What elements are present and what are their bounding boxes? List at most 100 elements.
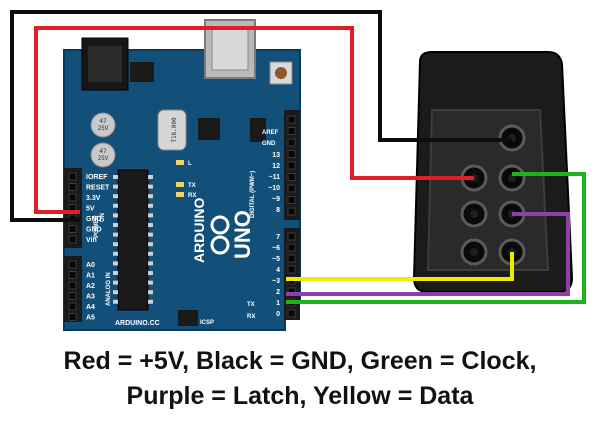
digital-pin-label: 1 bbox=[276, 300, 280, 307]
port-face bbox=[426, 109, 550, 271]
chip-pin bbox=[148, 213, 153, 218]
yellow-wire-data bbox=[286, 252, 514, 281]
atmega-microcontroller bbox=[117, 169, 149, 311]
digital-pin-hole bbox=[287, 196, 296, 204]
chip-pin bbox=[113, 175, 118, 179]
voltage-regulator bbox=[130, 62, 154, 82]
power-pin-hole bbox=[68, 235, 77, 244]
analog-pin-hole bbox=[68, 260, 77, 269]
digital-pin-hole bbox=[287, 184, 296, 193]
digital-pin-label: 4 bbox=[276, 267, 280, 274]
digital-pin-hole bbox=[287, 138, 296, 147]
digital-pin-hole bbox=[287, 161, 296, 170]
chip-pin bbox=[148, 271, 153, 275]
analog-pin-hole bbox=[68, 281, 77, 290]
cap-label-2: 25V bbox=[98, 125, 109, 132]
analog-pin-hole bbox=[68, 302, 77, 311]
red-wire-5v bbox=[34, 26, 474, 214]
digital-pin-hole bbox=[287, 115, 296, 124]
digital-pin-hole bbox=[287, 265, 296, 274]
digital-pin-label: ~10 bbox=[268, 185, 280, 192]
analog-pin-label: A0 bbox=[86, 262, 95, 269]
digital-pin-label: 12 bbox=[272, 163, 280, 170]
aref-label: AREF bbox=[262, 130, 279, 136]
power-pin-hole bbox=[68, 172, 77, 181]
arduino-uno-board: 47 25V 47 25V T16.000 L TX RX ARDUINO UN… bbox=[63, 19, 301, 331]
port-pin-contact bbox=[470, 248, 478, 256]
arduino-logo: ARDUINO UNO bbox=[191, 198, 255, 263]
chip-pin bbox=[148, 261, 153, 266]
digital-pin-label: 13 bbox=[272, 152, 280, 159]
power-pin-label: RESET bbox=[86, 185, 110, 192]
rx-led-label: RX bbox=[188, 193, 196, 199]
purple-wire-latch bbox=[286, 212, 570, 296]
green-wire-clock bbox=[286, 172, 586, 304]
chip-pin bbox=[148, 280, 153, 285]
crystal-label: T16.000 bbox=[171, 117, 178, 143]
wire-legend-caption: Red = +5V, Black = GND, Green = Clock, P… bbox=[0, 344, 600, 414]
chip-pin bbox=[113, 251, 118, 256]
digital-pin-hole bbox=[287, 207, 296, 216]
chip-pin bbox=[113, 290, 118, 295]
cap-label-3: 47 bbox=[99, 148, 107, 155]
digital-pin-label: ~6 bbox=[272, 245, 280, 252]
digital-pin-hole bbox=[287, 232, 296, 241]
power-pin-hole bbox=[68, 183, 77, 191]
cap-label-1: 47 bbox=[99, 118, 107, 125]
power-pin-label: GND bbox=[86, 227, 102, 234]
digital-pin-label: 7 bbox=[276, 234, 280, 241]
digital-pin-hole bbox=[287, 173, 296, 181]
chip-pin bbox=[113, 213, 118, 218]
chip-pin bbox=[148, 194, 153, 199]
site-label: ARDUINO.CC bbox=[115, 320, 160, 327]
chip-pin bbox=[113, 232, 118, 237]
chip-pin bbox=[113, 261, 118, 266]
icsp-header-top bbox=[250, 118, 266, 142]
digital-pin-hole bbox=[287, 243, 296, 252]
chip-pin bbox=[148, 175, 153, 179]
digital-pin-hole bbox=[287, 254, 296, 263]
analog-pin-label: A4 bbox=[86, 304, 95, 311]
rx-led bbox=[176, 192, 184, 197]
chip-pin bbox=[148, 251, 153, 256]
icsp-label: ICSP bbox=[200, 320, 214, 326]
digital-pin-hole bbox=[287, 309, 296, 318]
tx-led-label: TX bbox=[188, 183, 196, 189]
l-led bbox=[176, 160, 184, 165]
chip-pin bbox=[148, 203, 153, 208]
chip-pin bbox=[113, 242, 118, 247]
chip-pin bbox=[148, 232, 153, 237]
chip-pin bbox=[148, 299, 153, 304]
chip-pin bbox=[113, 271, 118, 275]
cap-label-4: 25V bbox=[98, 155, 109, 162]
analog-pin-hole bbox=[68, 313, 77, 321]
digital-pin-label: ~9 bbox=[272, 196, 280, 203]
usb-chip bbox=[198, 118, 220, 140]
wires bbox=[10, 10, 586, 304]
chip-pin bbox=[148, 290, 153, 295]
chip-pin bbox=[148, 242, 153, 247]
l-led-label: L bbox=[188, 161, 192, 167]
brand-text: ARDUINO bbox=[191, 198, 207, 263]
port-pin-contact bbox=[470, 210, 478, 218]
analog-pin-label: A5 bbox=[86, 315, 95, 322]
analog-pin-label: A3 bbox=[86, 294, 95, 301]
chip-pin bbox=[113, 203, 118, 208]
chip-pin bbox=[113, 194, 118, 199]
chip-pin bbox=[113, 280, 118, 285]
digital-pin-label: ~11 bbox=[269, 174, 281, 181]
analog-pin-hole bbox=[68, 271, 77, 279]
power-pin-label: 3.3V bbox=[86, 195, 101, 202]
digital-pin-label: 8 bbox=[276, 207, 280, 214]
nes-controller-port bbox=[412, 51, 574, 293]
digital-pin-label: 2 bbox=[276, 289, 280, 296]
chip-pin bbox=[113, 184, 118, 189]
chip-pin bbox=[148, 223, 153, 227]
caption-line-2: Purple = Latch, Yellow = Data bbox=[126, 382, 474, 410]
crystal bbox=[157, 109, 187, 151]
tx-pin-label: TX bbox=[247, 302, 255, 308]
digital-pin-hole bbox=[287, 150, 296, 158]
power-header-label: POWER bbox=[94, 215, 100, 238]
analog-header-label: ANALOG IN bbox=[106, 272, 112, 306]
chip-pin bbox=[148, 184, 153, 189]
